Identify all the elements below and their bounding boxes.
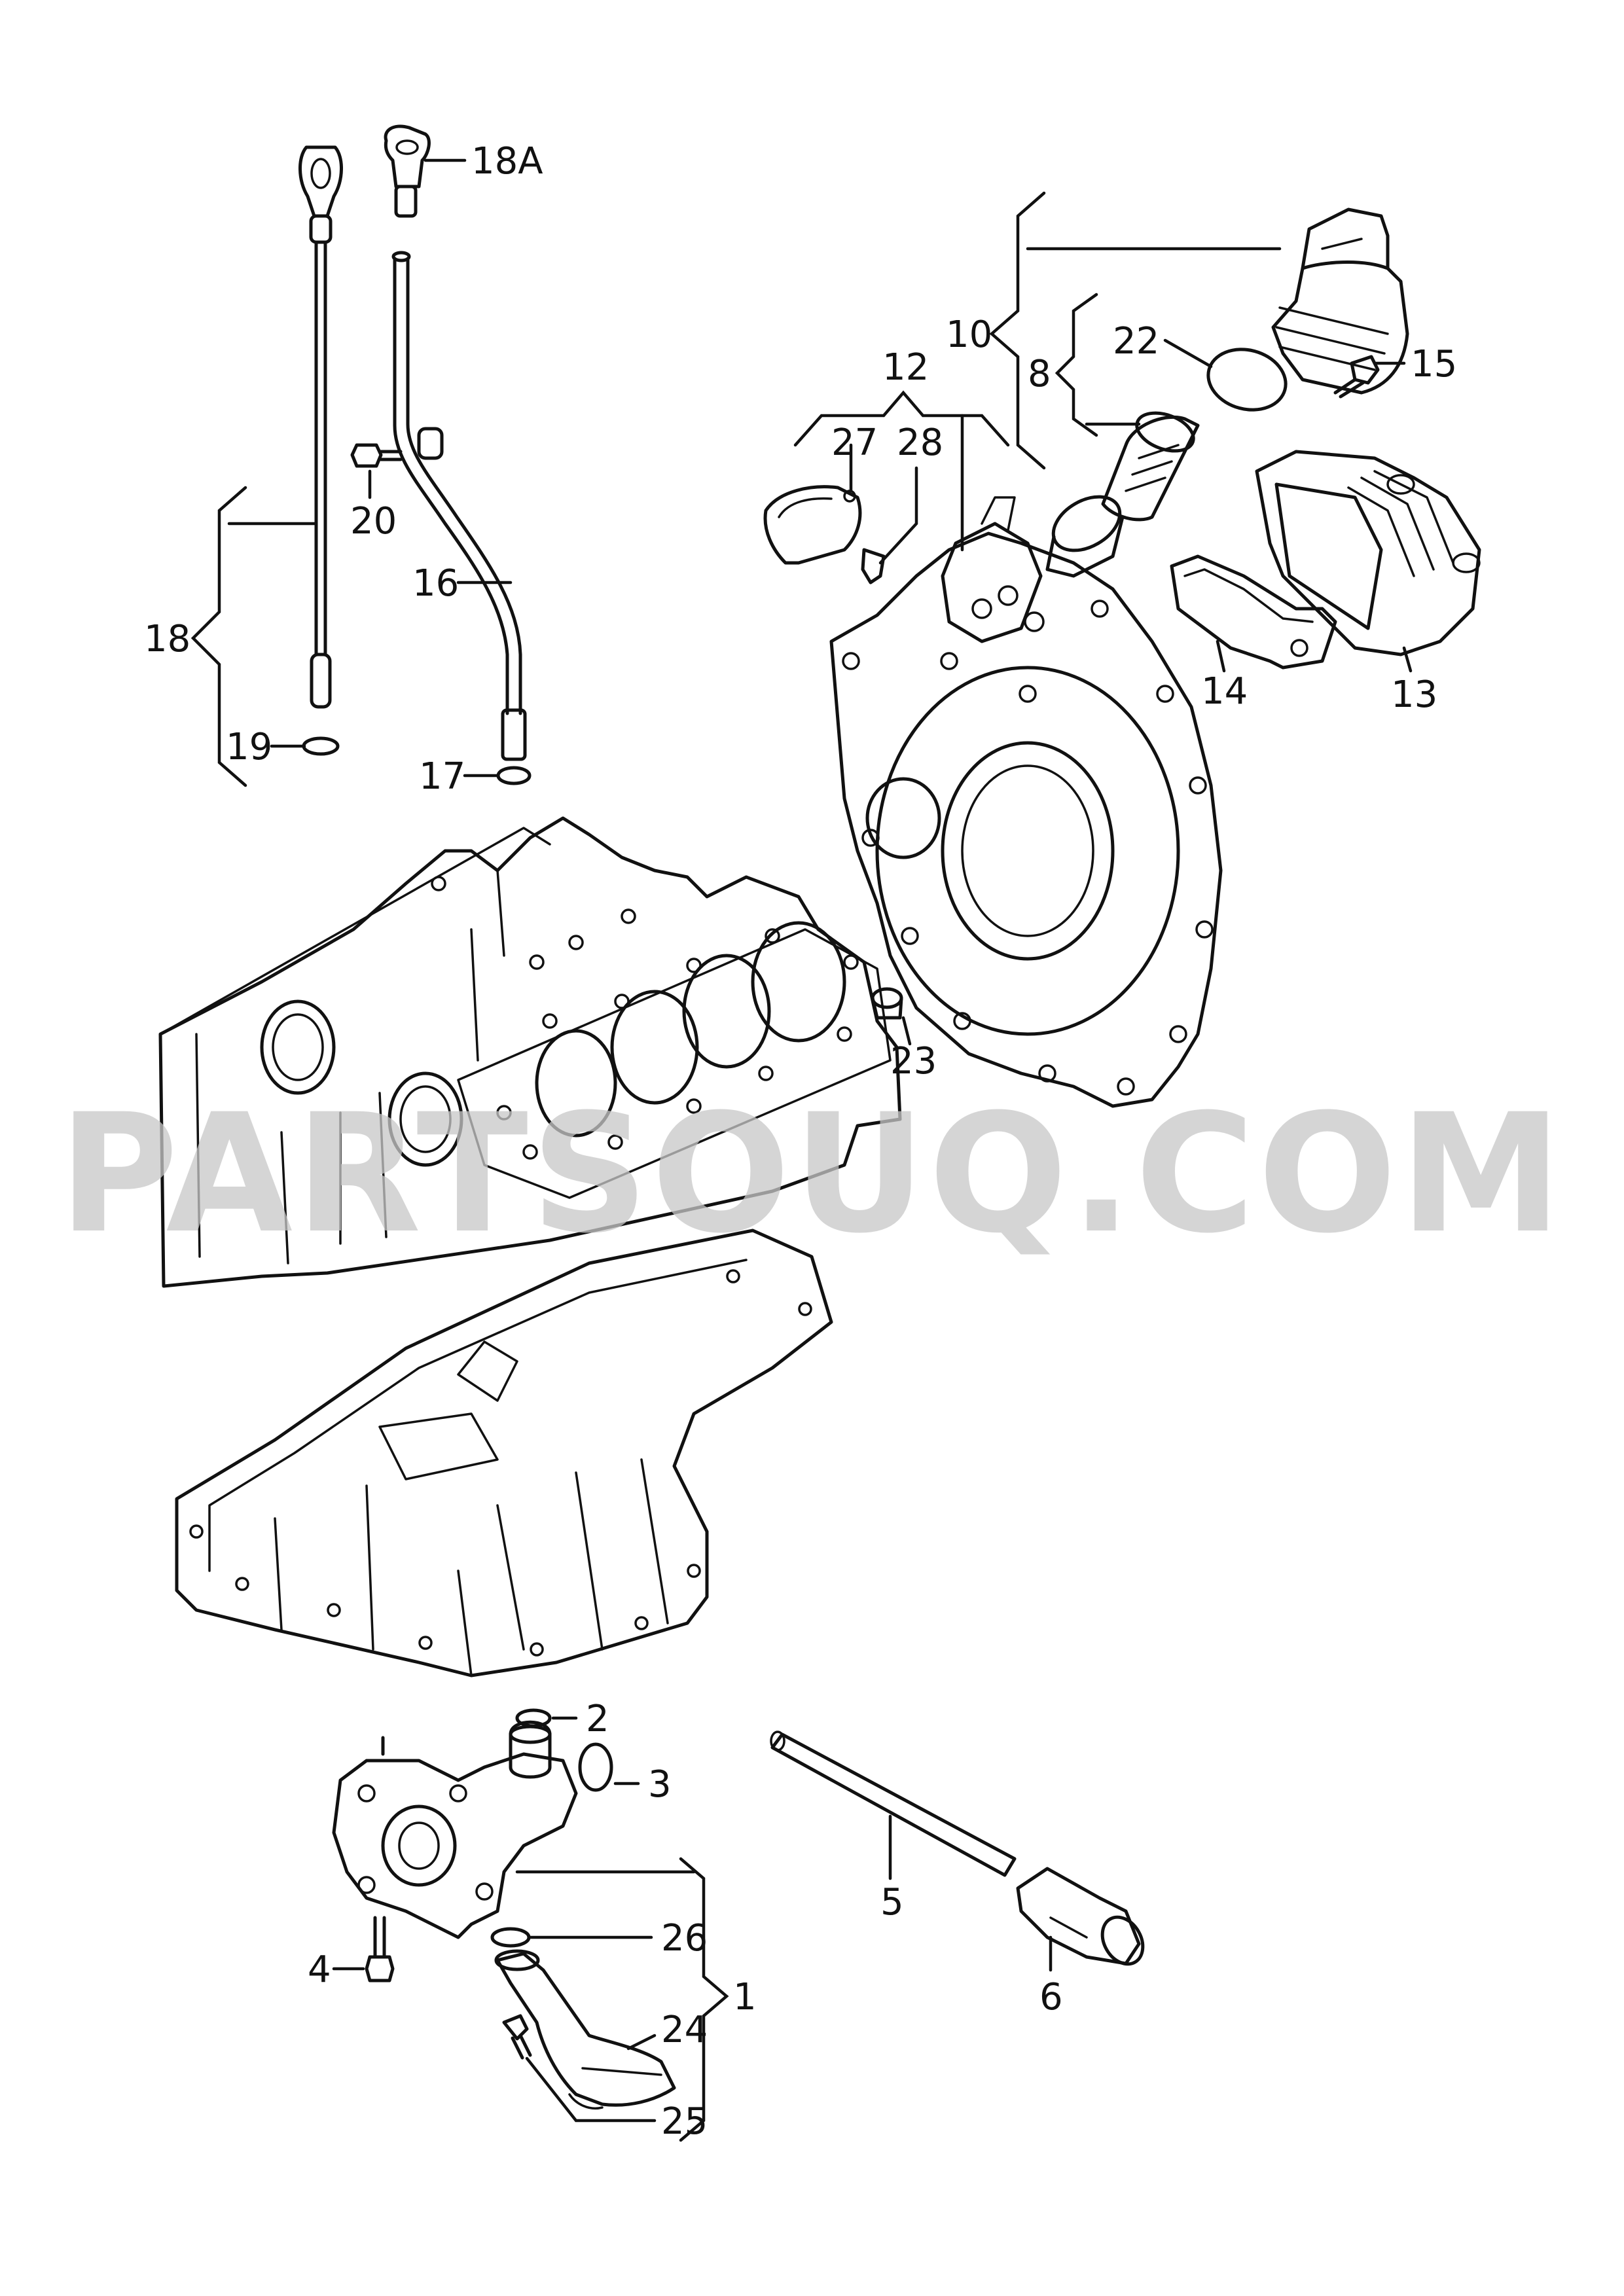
label-13: 13	[1391, 673, 1437, 716]
label-15: 15	[1411, 343, 1457, 386]
label-28: 28	[897, 422, 943, 464]
bolt-part-28	[861, 548, 886, 584]
oil-pump-part-1	[332, 1720, 578, 1939]
label-8: 8	[1028, 353, 1051, 395]
bolt-part-15	[1333, 355, 1380, 399]
label-5: 5	[880, 1881, 904, 1924]
cover-part-27	[763, 485, 862, 565]
o-ring-part-22	[1206, 348, 1288, 412]
dipstick-handle-part-18a	[384, 124, 431, 218]
sleeve-part-6	[1016, 1867, 1145, 1966]
label-18a: 18A	[471, 140, 543, 183]
label-10: 10	[946, 314, 992, 356]
label-14: 14	[1201, 670, 1248, 713]
bolt-part-25	[502, 2014, 532, 2060]
label-1: 1	[733, 1976, 757, 2018]
label-17: 17	[419, 755, 465, 798]
suction-pipe-part-24	[494, 1949, 676, 2109]
label-24: 24	[661, 2009, 708, 2051]
label-3: 3	[648, 1763, 672, 1806]
label-26: 26	[661, 1917, 708, 1960]
timing-cover-part-12	[829, 495, 1223, 1108]
label-4: 4	[308, 1948, 331, 1991]
oil-sump	[175, 1229, 833, 1677]
label-20: 20	[350, 500, 397, 543]
label-6: 6	[1039, 1976, 1063, 2018]
engine-block	[158, 816, 902, 1288]
plug-part-23	[871, 987, 903, 1020]
label-25: 25	[661, 2100, 708, 2143]
part-labels: 18A 18 19 20 16 17 12 27 28 10 8 22 15 1…	[144, 140, 1457, 2143]
label-22: 22	[1113, 320, 1159, 363]
filter-housing-part-10	[1271, 207, 1409, 395]
drive-shaft-part-5	[770, 1731, 1017, 1877]
seal-part-17	[496, 766, 532, 785]
label-23: 23	[890, 1040, 937, 1083]
label-2: 2	[586, 1698, 609, 1740]
oil-cooler-part-13	[1255, 450, 1481, 656]
label-12: 12	[882, 346, 929, 389]
seal-part-26	[490, 1927, 531, 1948]
label-19: 19	[226, 726, 272, 768]
label-18: 18	[144, 618, 190, 660]
label-16: 16	[412, 562, 459, 605]
o-ring-part-3	[578, 1742, 613, 1792]
seal-part-19	[302, 736, 340, 756]
leader-lines	[190, 158, 1413, 2142]
oil-filter-part-8	[1101, 411, 1200, 522]
guide-tube-part-16	[391, 251, 527, 761]
bolt-part-20	[350, 443, 403, 468]
watermark: PARTSOUQ.COM	[58, 1079, 1564, 1269]
gasket-part-14	[1170, 554, 1337, 670]
seal-part-2	[515, 1708, 552, 1728]
bolt-part-4	[365, 1916, 395, 1982]
label-27: 27	[831, 422, 878, 464]
dipstick-part-18	[298, 145, 343, 709]
